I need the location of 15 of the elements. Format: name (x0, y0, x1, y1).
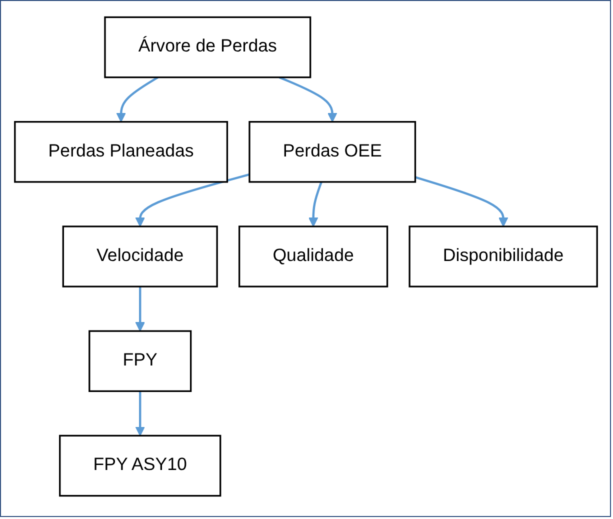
node-box: Velocidade (62, 225, 218, 287)
node-box: Disponibilidade (408, 225, 598, 287)
arrow (116, 76, 158, 122)
node-box: Árvore de Perdas (104, 16, 311, 78)
node-box: Perdas Planeadas (14, 120, 228, 182)
arrow (278, 76, 337, 122)
node-box: FPY (88, 330, 192, 392)
arrow (134, 390, 144, 436)
arrow (134, 286, 144, 331)
node-box: FPY ASY10 (58, 434, 221, 496)
node-box: Qualidade (238, 225, 388, 287)
node-box: Perdas OEE (248, 120, 416, 182)
arrow (308, 181, 322, 226)
arrow (414, 176, 508, 226)
arrow (134, 172, 250, 226)
